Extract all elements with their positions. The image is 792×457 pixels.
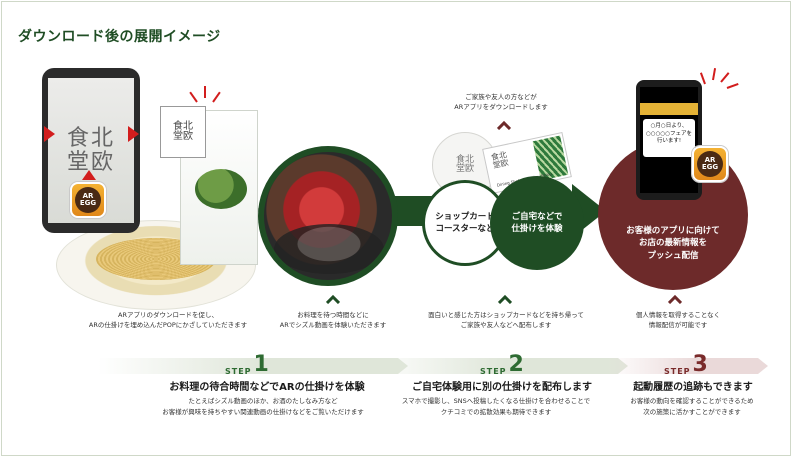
step3-title: 起動履歴の追跡もできます bbox=[633, 382, 753, 393]
step1-heading: STEP 1 bbox=[225, 352, 269, 377]
grill-image bbox=[274, 224, 384, 274]
step2-heading: STEP 2 bbox=[480, 352, 524, 377]
coaster-logo: 食北 堂欧 bbox=[455, 154, 474, 174]
step-number: 3 bbox=[692, 352, 708, 377]
red-arrow-up-icon bbox=[82, 170, 96, 180]
sparkle-rays-icon bbox=[699, 58, 739, 94]
step-label: STEP bbox=[225, 367, 252, 376]
step2-description: スマホで撮影し、SNSへ投稿したくなる仕掛けを合わせることで クチコミでの拡散効… bbox=[401, 397, 591, 417]
card-logo: 食北 堂欧 bbox=[490, 150, 510, 171]
red-arrow-right-icon bbox=[44, 126, 55, 142]
home-circle-text: ご自宅などで 仕掛けを体験 bbox=[511, 211, 563, 234]
step3-bar bbox=[606, 358, 768, 374]
step-number: 1 bbox=[253, 352, 269, 377]
step2-title: ご自宅体験用に別の仕掛けを配布します bbox=[412, 382, 592, 393]
ar-egg-app-icon: AR EGG bbox=[70, 182, 106, 218]
broccoli-image bbox=[195, 169, 247, 209]
red-arrow-right-icon bbox=[128, 126, 139, 142]
sparkle-rays-icon bbox=[189, 86, 221, 112]
push-notification: ○月○日より、 ○○○○○フェアを 行います! bbox=[643, 119, 695, 157]
caption-sizzle: お料理を待つ時間などに ARでシズル動画を体験いただきます bbox=[279, 311, 387, 330]
caption-ar-download: ARアプリのダウンロードを促し、 ARの仕掛けを埋め込んだPOPにかざしていただ… bbox=[88, 311, 248, 330]
app-icon-text: AR EGG bbox=[75, 187, 101, 213]
shop-circle-text: ショップカード コースターなど bbox=[435, 211, 495, 234]
step3-heading: STEP 3 bbox=[664, 352, 708, 377]
caption-privacy: 個人情報を取得することなく 情報配信が可能です bbox=[635, 311, 721, 330]
page-title: ダウンロード後の展開イメージ bbox=[18, 29, 221, 45]
ar-marker: 食北 堂欧 bbox=[160, 106, 206, 158]
ar-egg-app-icon: AR EGG bbox=[692, 146, 728, 182]
step-number: 2 bbox=[508, 352, 524, 377]
chevron-up-icon bbox=[497, 120, 511, 130]
home-experience-circle: ご自宅などで 仕掛けを体験 bbox=[490, 176, 584, 270]
step3-description: お客様の動向を確認することができるため 次の施策に活かすことができます bbox=[630, 397, 754, 417]
marker-logo: 食北 堂欧 bbox=[173, 120, 193, 142]
smartphone-notification: ○月○日より、 ○○○○○フェアを 行います! bbox=[636, 80, 702, 200]
phone3-screen: ○月○日より、 ○○○○○フェアを 行います! bbox=[640, 87, 698, 193]
step1-description: たとえばシズル動画のほか、お酒のたしなみ方など お客様が興味を持ちやすい関連動画… bbox=[162, 397, 364, 417]
phone3-header-bar bbox=[640, 103, 698, 115]
chevron-up-icon bbox=[326, 294, 340, 304]
push-circle-text: お客様のアプリに向けて お店の最新情報を プッシュ配信 bbox=[626, 226, 720, 261]
step1-title: お料理の待合時間などでARの仕掛けを体験 bbox=[169, 382, 365, 393]
step-label: STEP bbox=[664, 367, 691, 376]
chevron-up-icon bbox=[498, 294, 512, 304]
caption-family-download: ご家族や友人の方などが ARアプリをダウンロードします bbox=[454, 93, 548, 112]
caption-take-home: 面白いと感じた方はショップカードなどを持ち帰って ご家族や友人などへ配布します bbox=[428, 311, 584, 330]
phone-logo: 食北 堂欧 bbox=[66, 126, 115, 175]
chevron-up-icon bbox=[668, 294, 682, 304]
step-label: STEP bbox=[480, 367, 507, 376]
app-icon-text: AR EGG bbox=[697, 151, 723, 177]
sizzle-food-circle bbox=[258, 146, 398, 286]
